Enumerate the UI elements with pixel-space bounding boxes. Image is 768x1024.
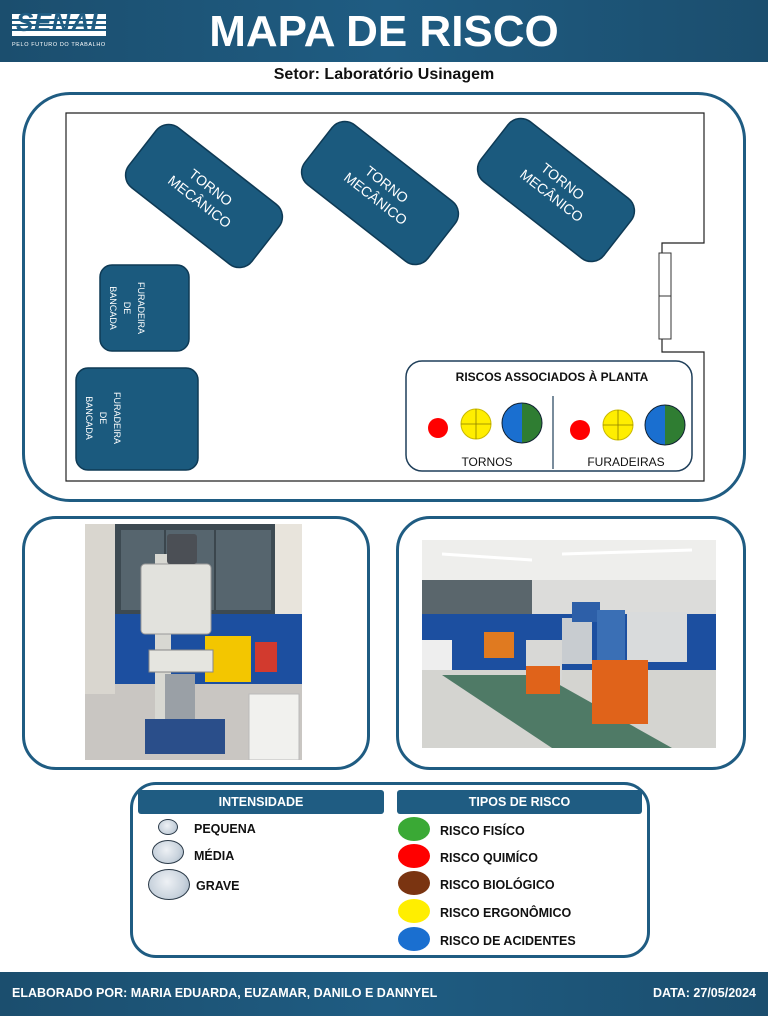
photo-lathes: [422, 540, 716, 748]
intensity-medium-label: MÉDIA: [194, 849, 235, 863]
risk-types-header: TIPOS DE RISCO: [397, 790, 642, 814]
accident-risk-icon: [398, 927, 430, 951]
physical-risk-large-icon: [522, 403, 542, 443]
date-text: DATA: 27/05/2024: [652, 986, 756, 1000]
drill-label-2a: FURADEIRA: [112, 392, 122, 444]
physical-risk-icon: [398, 817, 430, 841]
ergonomic-risk-icon: [398, 899, 430, 923]
physical-risk-large-icon: [665, 405, 685, 445]
drill-label-2c: BANCADA: [84, 396, 94, 440]
floor-plan: TORNO MECÂNICO TORNO MECÂNICO TORNO MECÂ…: [65, 112, 705, 482]
intensity-medium-icon: [152, 840, 184, 864]
intensity-grave-label: GRAVE: [196, 879, 240, 893]
accident-risk-large-icon: [502, 403, 522, 443]
ergonomic-risk-label: RISCO ERGONÔMICO: [440, 906, 572, 920]
group-label-tornos: TORNOS: [461, 455, 512, 469]
machine-torno-3: TORNO MECÂNICO: [476, 117, 636, 263]
accident-risk-large-icon: [645, 405, 665, 445]
drill-label-1b: DE: [122, 302, 132, 315]
chemical-risk-small-icon: [570, 420, 590, 440]
drill-label-1c: BANCADA: [108, 286, 118, 330]
risk-box: RISCOS ASSOCIADOS À PLANTA TORNOS FURADE…: [405, 360, 693, 472]
logo-word: SENAI: [16, 7, 98, 37]
drill-label-2b: DE: [98, 412, 108, 425]
logo-mark-icon: [12, 14, 106, 36]
machine-torno-2: TORNO MECÂNICO: [300, 120, 460, 266]
chemical-risk-label: RISCO QUIMÍCO: [440, 851, 538, 865]
footer-bar: ELABORADO POR: MARIA EDUARDA, EUZAMAR, D…: [0, 972, 768, 1016]
accident-risk-label: RISCO DE ACIDENTES: [440, 934, 576, 948]
biological-risk-label: RISCO BIOLÓGICO: [440, 878, 555, 892]
physical-risk-label: RISCO FISÍCO: [440, 824, 525, 838]
room-wall: [65, 112, 705, 482]
chemical-risk-icon: [398, 844, 430, 868]
machine-furadeira-1: FURADEIRA DE BANCADA: [99, 264, 190, 352]
machine-torno-1: TORNO MECÂNICO: [124, 123, 284, 269]
group-label-furadeiras: FURADEIRAS: [587, 455, 664, 469]
intensity-small-icon: [158, 819, 178, 835]
machine-furadeira-2: FURADEIRA DE BANCADA: [75, 367, 199, 471]
intensity-grave-icon: [148, 869, 190, 900]
drill-label-1a: FURADEIRA: [136, 282, 146, 334]
logo-tagline: PELO FUTURO DO TRABALHO: [12, 42, 106, 48]
intensity-header: INTENSIDADE: [138, 790, 384, 814]
page-title: MAPA DE RISCO: [209, 7, 559, 56]
chemical-risk-small-icon: [428, 418, 448, 438]
authors-text: ELABORADO POR: MARIA EDUARDA, EUZAMAR, D…: [12, 986, 438, 1000]
header-bar: SENAI PELO FUTURO DO TRABALHO MAPA DE RI…: [0, 0, 768, 62]
sector-subtitle: Setor: Laboratório Usinagem: [273, 66, 495, 83]
risk-box-title: RISCOS ASSOCIADOS À PLANTA: [456, 369, 649, 384]
intensity-small-label: PEQUENA: [194, 822, 256, 836]
senai-logo: SENAI PELO FUTURO DO TRABALHO: [12, 7, 108, 50]
biological-risk-icon: [398, 871, 430, 895]
photo-drill: [85, 524, 302, 760]
